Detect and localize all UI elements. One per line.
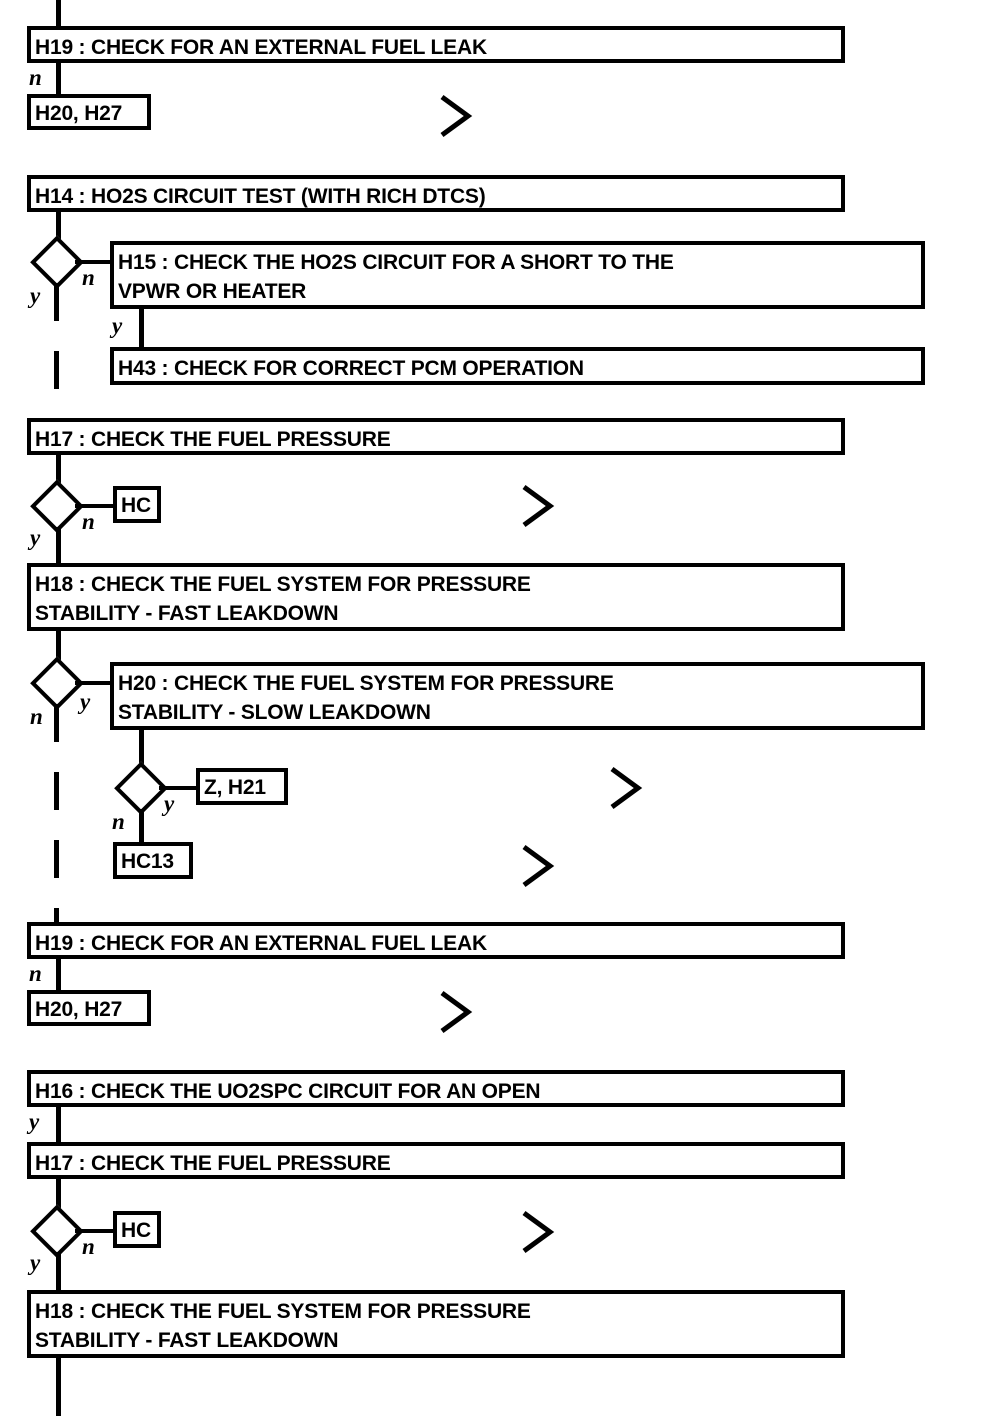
flow-line-trunk-dashed-2 bbox=[54, 704, 59, 922]
decision-diamond-h18-1[interactable] bbox=[30, 656, 84, 710]
node-h18-fast-leakdown-2[interactable]: H18 : CHECK THE FUEL SYSTEM FOR PRESSURE… bbox=[27, 1290, 845, 1358]
off-page-connector-icon-3[interactable] bbox=[608, 765, 644, 811]
branch-label-n-3: n bbox=[82, 265, 95, 290]
flow-line-entry bbox=[56, 0, 61, 26]
node-hc-1[interactable]: HC bbox=[113, 486, 161, 523]
flow-line-decision-h20-to-hc13 bbox=[139, 809, 144, 842]
flow-line-h17-to-decision-1 bbox=[56, 455, 61, 485]
node-hc-2[interactable]: HC bbox=[113, 1211, 161, 1248]
branch-label-y-13: y bbox=[30, 1250, 41, 1275]
node-z-h21[interactable]: Z, H21 bbox=[196, 768, 288, 805]
branch-label-y-5: y bbox=[30, 525, 41, 550]
node-h19-external-fuel-leak-1[interactable]: H19 : CHECK FOR AN EXTERNAL FUEL LEAK bbox=[27, 26, 845, 63]
branch-label-n-9: n bbox=[112, 809, 125, 834]
branch-label-n-7: n bbox=[30, 704, 43, 729]
node-h20-slow-leakdown[interactable]: H20 : CHECK THE FUEL SYSTEM FOR PRESSURE… bbox=[110, 662, 925, 730]
flow-line-decision-h17-to-h18-2 bbox=[56, 1252, 61, 1290]
flow-line-decision-h17-to-hc-1 bbox=[75, 504, 115, 508]
flow-line-decision-h20-to-z-h21 bbox=[159, 786, 199, 790]
node-h17-fuel-pressure-1[interactable]: H17 : CHECK THE FUEL PRESSURE bbox=[27, 418, 845, 455]
flow-line-h20-to-decision bbox=[139, 730, 144, 768]
flow-line-h15-to-h43 bbox=[139, 309, 144, 347]
flow-line-decision-h14-to-h15 bbox=[75, 260, 113, 264]
flow-line-h17-to-decision-2 bbox=[56, 1179, 61, 1211]
flow-line-decision-h17-to-h18-1 bbox=[56, 527, 61, 563]
node-h43-pcm-operation[interactable]: H43 : CHECK FOR CORRECT PCM OPERATION bbox=[110, 347, 925, 385]
decision-diamond-h14[interactable] bbox=[30, 235, 84, 289]
flow-line-exit bbox=[56, 1358, 61, 1416]
node-h14-ho2s-circuit-test[interactable]: H14 : HO2S CIRCUIT TEST (WITH RICH DTCS) bbox=[27, 175, 845, 212]
flow-line-decision-h17-to-hc-2 bbox=[75, 1229, 115, 1233]
branch-label-n-11: n bbox=[29, 961, 42, 986]
branch-label-n-14: n bbox=[82, 1234, 95, 1259]
decision-diamond-h17-2[interactable] bbox=[30, 1204, 84, 1258]
flow-line-decision-h18-to-h20 bbox=[75, 681, 113, 685]
flow-line-h19-to-h20h27-1 bbox=[56, 63, 61, 94]
node-h19-external-fuel-leak-2[interactable]: H19 : CHECK FOR AN EXTERNAL FUEL LEAK bbox=[27, 922, 845, 959]
flow-line-h14-to-decision bbox=[56, 212, 61, 242]
off-page-connector-icon-5[interactable] bbox=[438, 989, 474, 1035]
branch-label-y-4: y bbox=[112, 313, 123, 338]
flow-line-h18-to-decision-1 bbox=[56, 631, 61, 663]
off-page-connector-icon-6[interactable] bbox=[520, 1209, 556, 1255]
off-page-connector-icon-4[interactable] bbox=[520, 843, 556, 889]
node-h15-ho2s-short-to-vpwr[interactable]: H15 : CHECK THE HO2S CIRCUIT FOR A SHORT… bbox=[110, 241, 925, 309]
node-h18-fast-leakdown-1[interactable]: H18 : CHECK THE FUEL SYSTEM FOR PRESSURE… bbox=[27, 563, 845, 631]
branch-label-y-12: y bbox=[29, 1109, 40, 1134]
node-h20-h27-1[interactable]: H20, H27 bbox=[27, 94, 151, 130]
flow-line-h16-to-h17 bbox=[56, 1107, 61, 1142]
decision-diamond-h20[interactable] bbox=[114, 761, 168, 815]
off-page-connector-icon-2[interactable] bbox=[520, 483, 556, 529]
node-hc13[interactable]: HC13 bbox=[113, 842, 193, 879]
branch-label-y-8: y bbox=[80, 689, 91, 714]
node-h17-fuel-pressure-2[interactable]: H17 : CHECK THE FUEL PRESSURE bbox=[27, 1142, 845, 1179]
branch-label-n-6: n bbox=[82, 509, 95, 534]
node-h20-h27-2[interactable]: H20, H27 bbox=[27, 990, 151, 1026]
node-h16-uo2spc-open[interactable]: H16 : CHECK THE UO2SPC CIRCUIT FOR AN OP… bbox=[27, 1070, 845, 1107]
branch-label-y-2: y bbox=[30, 283, 41, 308]
decision-diamond-h17-1[interactable] bbox=[30, 479, 84, 533]
off-page-connector-icon-1[interactable] bbox=[438, 93, 474, 139]
flow-line-h19-to-h20h27-2 bbox=[56, 959, 61, 990]
flow-line-trunk-dashed-1 bbox=[54, 283, 59, 418]
branch-label-n-1: n bbox=[29, 65, 42, 90]
branch-label-y-10: y bbox=[164, 791, 175, 816]
